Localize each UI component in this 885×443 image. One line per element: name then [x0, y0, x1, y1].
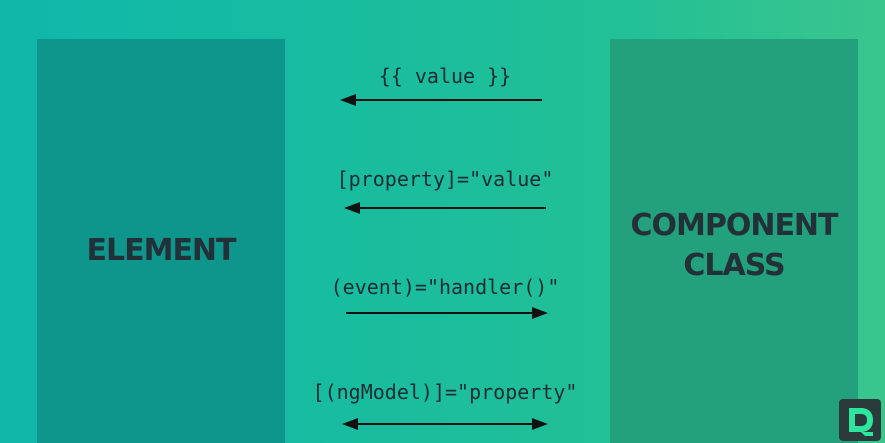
left-arrow-icon [344, 202, 546, 214]
event-binding: (event)="handler()" [300, 275, 590, 299]
interpolation-binding: {{ value }} [300, 64, 590, 88]
property-binding: [property]="value" [300, 167, 590, 191]
property-binding-label: [property]="value" [336, 167, 554, 191]
component-class-title-line-2: CLASS [683, 248, 785, 283]
two-way-binding-label: [(ngModel)]="property" [312, 380, 578, 404]
left-arrow-icon [340, 94, 542, 106]
double-arrow-icon [342, 418, 548, 430]
component-class-title-line-1: COMPONENT [630, 208, 838, 243]
right-arrow-icon [346, 307, 548, 319]
two-way-binding: [(ngModel)]="property" [300, 380, 590, 404]
element-title-line: ELEMENT [86, 233, 236, 268]
component-class-title: COMPONENT CLASS [630, 206, 838, 286]
d-logo-glyph [849, 408, 873, 436]
element-panel: ELEMENT [37, 39, 285, 443]
element-title: ELEMENT [86, 231, 236, 271]
d-logo-icon [839, 399, 881, 441]
event-binding-label: (event)="handler()" [330, 275, 560, 299]
component-class-panel: COMPONENT CLASS [610, 39, 858, 443]
interpolation-label: {{ value }} [378, 64, 512, 88]
